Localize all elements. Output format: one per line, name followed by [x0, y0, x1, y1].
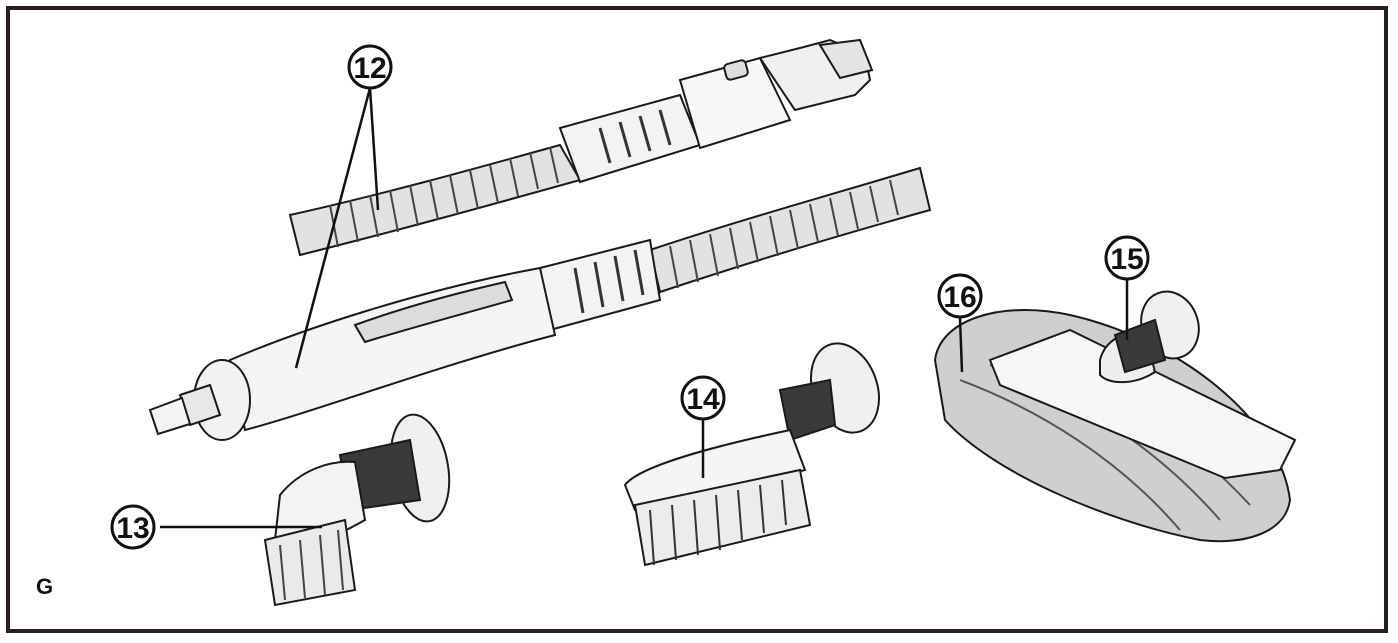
callout-14: 14: [680, 375, 726, 421]
callout-15: 15: [1104, 235, 1150, 281]
flat-brush-14: [623, 342, 880, 567]
callout-12: 12: [347, 44, 393, 90]
callout-16: 16: [937, 273, 983, 319]
figure-label: G: [36, 574, 54, 599]
floor-head-16: [933, 290, 1297, 543]
svg-text:16: 16: [943, 281, 976, 314]
svg-text:14: 14: [686, 383, 720, 416]
lower-hose: [148, 166, 932, 441]
callout-13: 13: [110, 504, 156, 550]
round-brush-13: [263, 413, 451, 607]
upper-hose: [288, 38, 874, 257]
leader-lines: [160, 87, 1129, 529]
svg-text:13: 13: [116, 512, 149, 545]
svg-text:12: 12: [353, 52, 386, 85]
svg-text:15: 15: [1110, 243, 1143, 276]
